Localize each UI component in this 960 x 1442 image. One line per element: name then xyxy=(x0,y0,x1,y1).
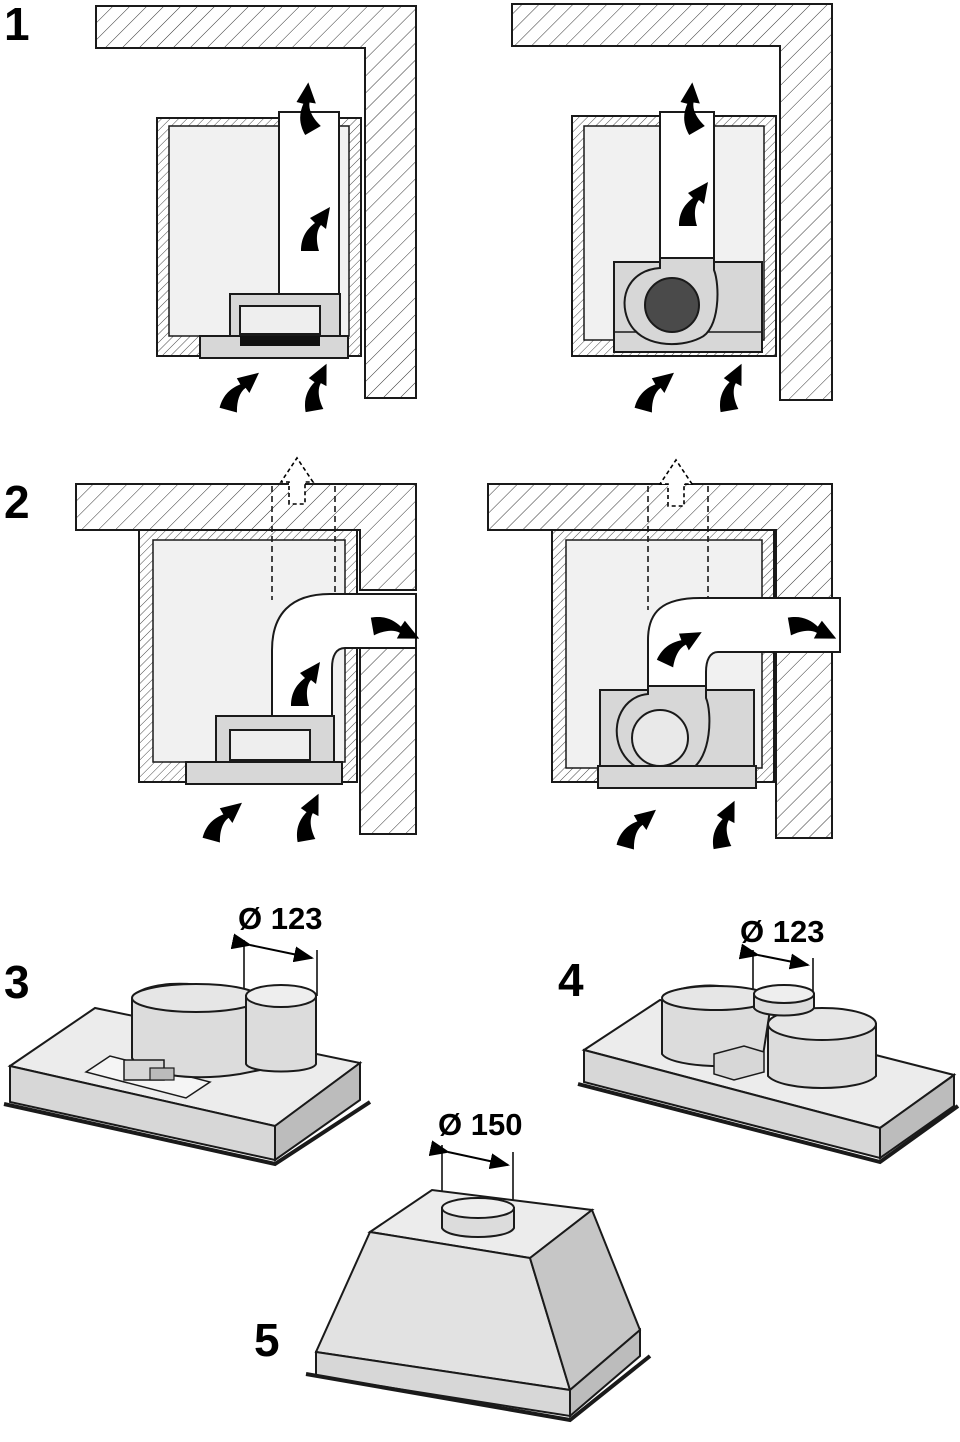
figure-3-diameter-label: Ø 123 xyxy=(238,901,322,936)
exhaust-duct xyxy=(278,111,340,295)
airflow-arrow-icon xyxy=(616,802,656,853)
fan-wheel xyxy=(229,729,311,761)
dimension-arrow-icon xyxy=(428,1140,510,1170)
insert-hood-3 xyxy=(3,982,372,1167)
wall-section xyxy=(359,647,417,835)
figure-5-number: 5 xyxy=(254,1314,280,1366)
airflow-arrow-icon xyxy=(202,795,242,846)
figure-5: 5 Ø 150 xyxy=(254,1107,652,1423)
airflow-arrow-icon xyxy=(634,365,674,416)
wall-section xyxy=(511,3,833,401)
fan-wheel xyxy=(239,305,321,335)
figure-5-diameter-label: Ø 150 xyxy=(438,1107,522,1142)
figure-4: 4 Ø 123 xyxy=(558,914,960,1165)
figure-1-number: 1 xyxy=(4,0,30,50)
insert-hood-4 xyxy=(577,984,960,1165)
figure-4-number: 4 xyxy=(558,954,584,1006)
airflow-arrow-icon xyxy=(219,365,259,416)
figure-1-left-panel xyxy=(95,5,417,416)
control-box xyxy=(713,1045,765,1081)
figure-2-number: 2 xyxy=(4,476,30,528)
figure-2: 2 xyxy=(4,457,841,853)
figure-3: 3 Ø 123 xyxy=(3,901,372,1167)
blower-housing xyxy=(767,1023,877,1089)
filter-slot xyxy=(240,336,320,346)
wall-section xyxy=(75,483,417,591)
figure-1-right-panel xyxy=(511,3,833,416)
dimension-arrow-icon xyxy=(230,933,314,963)
fan-wheel xyxy=(631,709,689,767)
figure-2-right-panel xyxy=(487,459,841,853)
wall-section xyxy=(775,651,833,839)
fan-motor xyxy=(644,277,700,333)
airflow-arrow-icon xyxy=(713,363,750,413)
hood-base xyxy=(597,765,757,789)
airflow-arrow-icon xyxy=(706,800,743,850)
figure-1: 1 xyxy=(4,0,833,416)
hood-base xyxy=(185,761,343,785)
figure-4-diameter-label: Ø 123 xyxy=(740,914,824,949)
outlet-collar xyxy=(245,995,317,1073)
figure-3-number: 3 xyxy=(4,956,30,1008)
dimension-arrow-icon xyxy=(738,943,810,970)
airflow-arrow-icon xyxy=(290,793,327,843)
canopy-hood-5 xyxy=(305,1188,652,1423)
figure-2-left-panel xyxy=(75,457,420,846)
airflow-arrow-icon xyxy=(298,363,335,413)
wall-section xyxy=(95,5,417,399)
